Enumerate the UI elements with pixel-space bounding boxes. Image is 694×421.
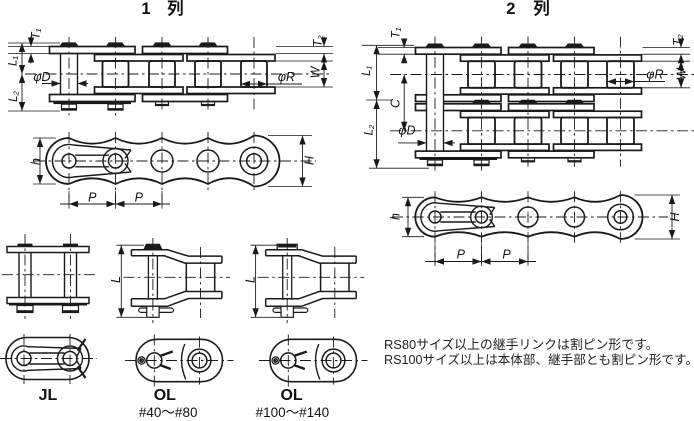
- svg-text:h: h: [29, 158, 43, 165]
- svg-text:T₁: T₁: [391, 27, 403, 38]
- svg-text:T₂: T₂: [313, 35, 325, 47]
- svg-text:H: H: [668, 212, 682, 222]
- svg-text:H: H: [303, 155, 317, 165]
- svg-text:P: P: [502, 248, 511, 262]
- svg-text:L: L: [109, 276, 123, 283]
- svg-text:L: L: [243, 276, 257, 283]
- svg-text:#40～#80: #40～#80: [139, 405, 198, 420]
- svg-text:W: W: [309, 65, 323, 78]
- svg-text:OL: OL: [280, 387, 302, 404]
- svg-text:C: C: [389, 98, 403, 108]
- svg-text:φR: φR: [278, 70, 295, 84]
- svg-text:T₁: T₁: [31, 28, 43, 39]
- svg-text:OL: OL: [154, 387, 176, 404]
- svg-text:P: P: [135, 191, 144, 205]
- svg-text:φD: φD: [398, 124, 415, 138]
- svg-text:P: P: [457, 248, 466, 262]
- svg-text:L₂: L₂: [8, 90, 20, 101]
- svg-text:φD: φD: [33, 70, 50, 84]
- svg-text:φR: φR: [646, 68, 663, 82]
- svg-text:RS80サイズ以上の継手リンクは割ピン形です。: RS80サイズ以上の継手リンクは割ピン形です。: [384, 337, 659, 352]
- svg-text:h: h: [389, 213, 403, 220]
- svg-text:P: P: [88, 191, 97, 205]
- svg-text:#100～#140: #100～#140: [256, 405, 330, 420]
- svg-text:JL: JL: [39, 387, 58, 404]
- svg-text:1 列: 1 列: [141, 0, 183, 18]
- svg-text:2 列: 2 列: [506, 0, 550, 18]
- svg-text:L₁: L₁: [8, 56, 20, 66]
- svg-text:RS100サイズ以上は本体部、継手部とも割ピン形です。: RS100サイズ以上は本体部、継手部とも割ピン形です。: [384, 352, 694, 367]
- svg-text:T₂: T₂: [673, 34, 685, 46]
- svg-text:L₁: L₁: [361, 65, 373, 75]
- svg-text:L₂: L₂: [364, 124, 376, 135]
- svg-text:W: W: [675, 67, 689, 80]
